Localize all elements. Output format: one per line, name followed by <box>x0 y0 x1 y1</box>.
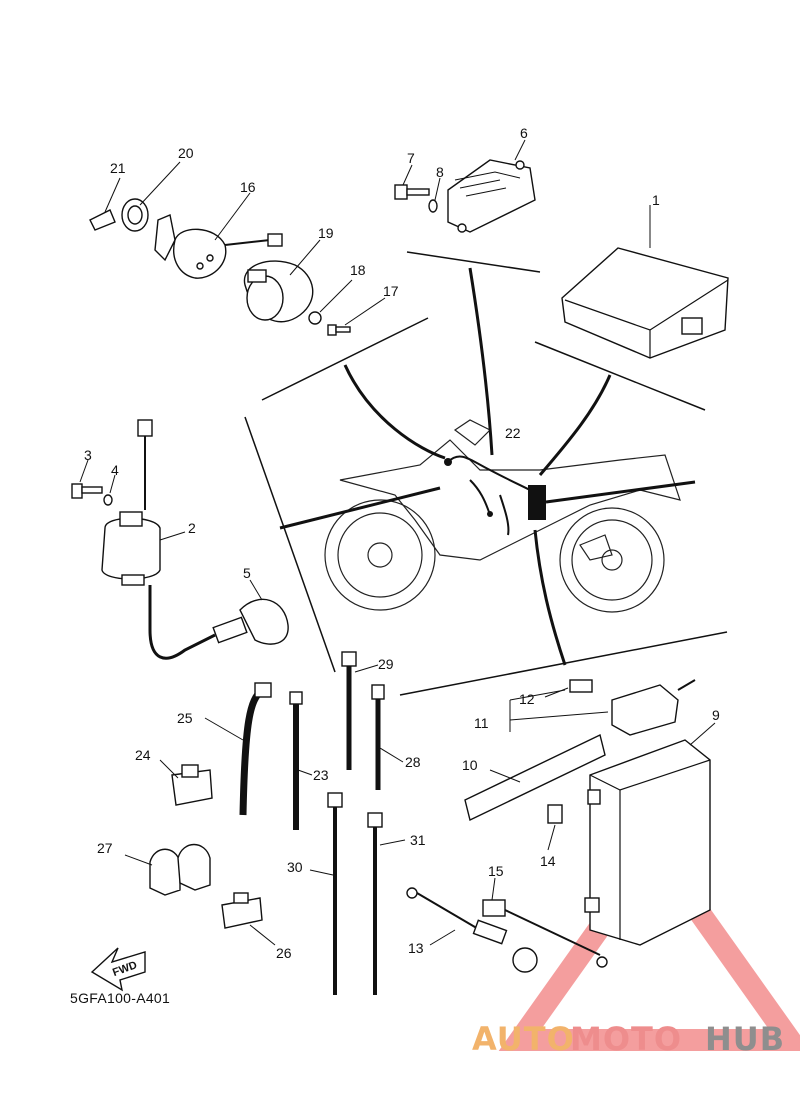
label-part-14: 14 <box>540 853 556 869</box>
label-part-24: 24 <box>135 747 151 763</box>
label-part-9: 9 <box>712 707 720 723</box>
label-part-21: 21 <box>110 160 126 176</box>
label-part-4: 4 <box>111 462 119 478</box>
watermark-hub: HUB <box>705 1020 786 1058</box>
cable-tie-28 <box>371 684 404 790</box>
switch-cover-19 <box>243 239 321 323</box>
watermark-moto: MOTO <box>570 1020 683 1058</box>
label-part-17: 17 <box>383 283 399 299</box>
watermark-auto: AUTO <box>472 1020 575 1058</box>
washer-4 <box>103 474 116 506</box>
band-25 <box>204 682 272 816</box>
washer-18 <box>308 279 353 325</box>
cable-tie-31 <box>367 812 406 995</box>
bolt-7 <box>394 164 430 200</box>
part-labels: 1 2 3 4 5 6 7 8 9 10 11 12 13 14 15 16 1… <box>84 125 720 961</box>
label-part-8: 8 <box>436 164 444 180</box>
motorcycle-outline <box>324 419 681 613</box>
label-part-12: 12 <box>519 691 535 707</box>
battery-9 <box>584 722 716 946</box>
cover-21 <box>89 177 121 231</box>
label-part-26: 26 <box>276 945 292 961</box>
label-part-29: 29 <box>378 656 394 672</box>
cdi-unit <box>561 205 729 359</box>
label-part-16: 16 <box>240 179 256 195</box>
watermark-triangle <box>498 831 800 1051</box>
screw-17 <box>327 297 386 336</box>
wire-harness-22 <box>444 455 546 536</box>
label-part-23: 23 <box>313 767 329 783</box>
label-part-19: 19 <box>318 225 334 241</box>
label-part-18: 18 <box>350 262 366 278</box>
label-part-11: 11 <box>474 715 489 731</box>
reference-code: 5GFA100-A401 <box>70 990 171 1006</box>
fwd-arrow: FWD <box>90 947 146 992</box>
label-part-15: 15 <box>488 863 504 879</box>
battery-lead-13 <box>406 887 538 973</box>
label-part-27: 27 <box>97 840 113 856</box>
washer-8 <box>428 177 441 213</box>
sector-lines <box>244 251 728 696</box>
rectifier-regulator <box>447 139 536 233</box>
fuse-14 <box>547 804 563 851</box>
battery-band-10 <box>464 733 606 822</box>
label-part-3: 3 <box>84 447 92 463</box>
fuse-box-11 <box>509 679 696 736</box>
label-part-10: 10 <box>462 757 478 773</box>
starter-lead-15 <box>482 877 608 968</box>
clamp-24 <box>159 759 213 806</box>
label-part-1: 1 <box>652 192 660 208</box>
clamp-26 <box>221 892 276 946</box>
label-part-2: 2 <box>188 520 196 536</box>
label-part-28: 28 <box>405 754 421 770</box>
label-part-25: 25 <box>177 710 193 726</box>
label-part-20: 20 <box>178 145 194 161</box>
cable-tie-30 <box>309 792 343 995</box>
spark-plug-cap <box>212 579 289 645</box>
label-part-13: 13 <box>408 940 424 956</box>
ignition-coil <box>101 419 216 660</box>
label-part-22: 22 <box>505 425 521 441</box>
main-switch <box>154 192 283 279</box>
label-part-30: 30 <box>287 859 303 875</box>
label-part-5: 5 <box>243 565 251 581</box>
grommet-20 <box>121 161 181 232</box>
clamp-27 <box>124 843 211 896</box>
label-part-6: 6 <box>520 125 528 141</box>
relay-12 <box>544 679 593 698</box>
label-part-7: 7 <box>407 150 415 166</box>
bolt-3 <box>71 459 103 499</box>
cable-tie-23 <box>289 691 313 830</box>
label-part-31: 31 <box>410 832 426 848</box>
cable-tie-29 <box>341 651 379 770</box>
